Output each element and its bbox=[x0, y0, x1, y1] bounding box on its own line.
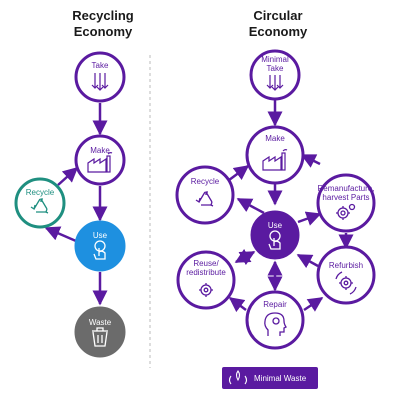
arrow-refurbish-to-use bbox=[296, 253, 319, 269]
hands-leaf-icon bbox=[228, 370, 248, 385]
trash-icon bbox=[92, 327, 108, 347]
left-use-label: Use bbox=[93, 231, 108, 240]
head-icon bbox=[264, 312, 287, 336]
arrow-use-reuse bbox=[234, 248, 256, 266]
left-take-label: Take bbox=[92, 61, 109, 70]
right-node-minimal-take: Minimal Take bbox=[249, 49, 301, 101]
factory-icon bbox=[87, 152, 113, 173]
download-arrows-icon bbox=[266, 75, 284, 91]
right-use-label: Use bbox=[268, 221, 283, 230]
arrow-recycle-to-make bbox=[57, 166, 79, 186]
right-title-line1: Circular bbox=[253, 8, 302, 23]
right-node-make: Make bbox=[245, 125, 305, 185]
arrow-remanufacture-to-make bbox=[300, 153, 321, 168]
left-node-recycle: Recycle bbox=[14, 177, 66, 229]
right-recycle-label: Recycle bbox=[191, 177, 220, 186]
right-title-line2: Economy bbox=[249, 24, 308, 39]
left-recycle-label: Recycle bbox=[26, 188, 55, 197]
left-node-make: Make bbox=[74, 134, 126, 186]
download-arrows-icon bbox=[91, 73, 109, 91]
right-refurbish-label: Refurbish bbox=[329, 261, 363, 270]
right-minimal-take-line1: Minimal bbox=[261, 55, 289, 64]
left-title-line1: Recycling bbox=[72, 8, 133, 23]
minimal-waste-badge: Minimal Waste bbox=[222, 367, 318, 389]
right-node-use: Use bbox=[250, 210, 300, 260]
recycle-icon bbox=[195, 191, 214, 207]
arrow-use-to-recycle bbox=[44, 226, 77, 243]
factory-icon bbox=[262, 149, 288, 171]
left-node-use: Use bbox=[74, 220, 126, 272]
right-node-refurbish: Refurbish bbox=[316, 245, 376, 305]
arrow-repair-to-refurbish bbox=[303, 296, 324, 312]
hand-touch-icon bbox=[93, 240, 106, 260]
right-reuse-line1: Reuse/ bbox=[193, 259, 219, 268]
left-title-line2: Economy bbox=[74, 24, 133, 39]
right-node-remanufacture: Remanufacture, harvest Parts bbox=[316, 173, 376, 233]
left-waste-label: Waste bbox=[89, 318, 112, 327]
right-remanufacture-line2: harvest Parts bbox=[322, 193, 369, 202]
right-node-reuse: Reuse/ redistribute bbox=[176, 250, 236, 310]
hand-touch-icon bbox=[268, 230, 281, 250]
gear-icon bbox=[199, 283, 213, 297]
right-node-recycle: Recycle bbox=[175, 165, 235, 225]
arrow-repair-to-reuse bbox=[228, 297, 247, 313]
right-make-label: Make bbox=[265, 134, 285, 143]
right-reuse-line2: redistribute bbox=[186, 268, 226, 277]
arrow-use-to-remanufacture bbox=[297, 211, 322, 226]
left-node-take: Take bbox=[74, 51, 126, 103]
right-node-repair: Repair bbox=[245, 290, 305, 350]
left-make-label: Make bbox=[90, 146, 110, 155]
minimal-waste-label: Minimal Waste bbox=[254, 374, 307, 383]
right-remanufacture-line1: Remanufacture, bbox=[318, 184, 375, 193]
right-repair-label: Repair bbox=[263, 300, 287, 309]
right-minimal-take-line2: Take bbox=[267, 64, 284, 73]
gear-icon bbox=[336, 203, 356, 220]
arrow-use-to-recycle bbox=[236, 197, 265, 215]
left-node-waste: Waste bbox=[74, 306, 126, 358]
gear-icon bbox=[335, 271, 357, 295]
recycle-icon bbox=[30, 198, 49, 214]
